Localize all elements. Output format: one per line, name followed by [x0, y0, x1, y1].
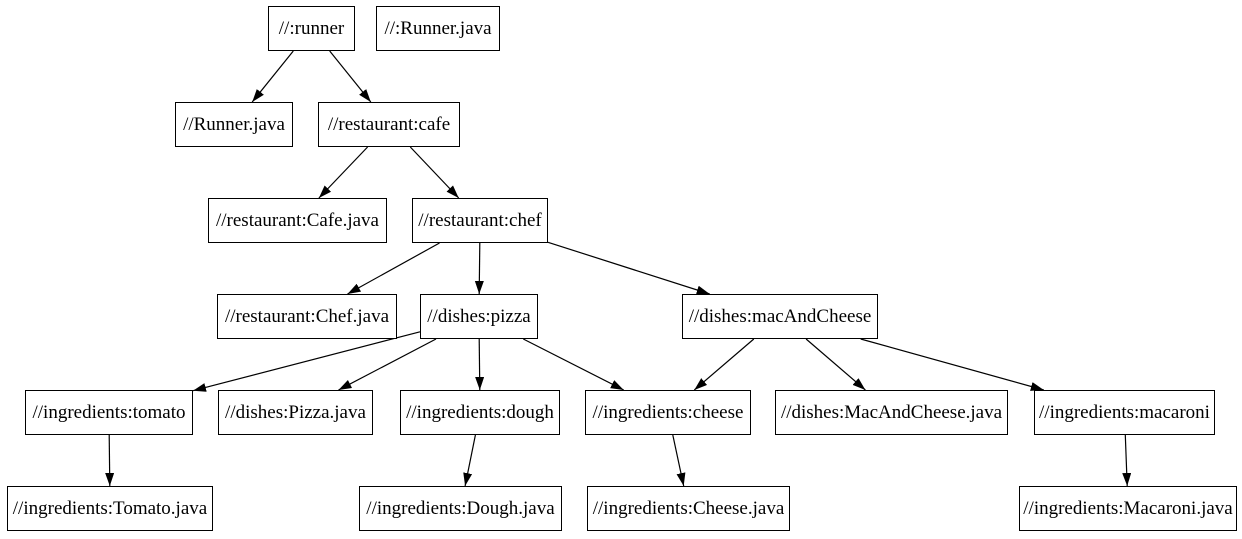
- edge-runner-to-cafe: [329, 50, 372, 103]
- graph-node-dough: //ingredients:dough: [400, 390, 560, 435]
- edge-mac-and-cheese-to-mac-cheese-java: [805, 338, 866, 391]
- edge-macaroni-to-macaroni-java: [1122, 434, 1132, 487]
- edge-chef-to-mac-and-cheese: [547, 241, 710, 295]
- edge-mac-and-cheese-to-cheese: [693, 338, 755, 391]
- edge-tomato-to-tomato-java: [105, 434, 115, 487]
- edge-pizza-to-dough: [475, 338, 485, 391]
- edge-pizza-to-pizza-java: [338, 338, 437, 391]
- edge-dough-to-dough-java: [463, 434, 476, 487]
- edge-mac-and-cheese-to-macaroni: [860, 338, 1044, 391]
- graph-node-macaroni-java: //ingredients:Macaroni.java: [1019, 486, 1237, 531]
- edge-chef-to-pizza: [474, 242, 484, 295]
- graph-node-pizza-java: //dishes:Pizza.java: [218, 390, 373, 435]
- graph-node-runner-java-top: //:Runner.java: [376, 6, 500, 51]
- edge-pizza-to-tomato: [192, 331, 421, 392]
- graph-node-macaroni: //ingredients:macaroni: [1034, 390, 1215, 435]
- graph-node-cafe-java: //restaurant:Cafe.java: [208, 198, 387, 243]
- edge-cafe-to-chef: [409, 146, 460, 199]
- graph-node-tomato-java: //ingredients:Tomato.java: [7, 486, 213, 531]
- graph-node-cheese: //ingredients:cheese: [585, 390, 751, 435]
- graph-node-tomato: //ingredients:tomato: [25, 390, 193, 435]
- graph-node-cheese-java: //ingredients:Cheese.java: [587, 486, 790, 531]
- graph-node-pizza: //dishes:pizza: [420, 294, 538, 339]
- graph-node-runner: //:runner: [268, 6, 355, 51]
- edge-cafe-to-cafe-java: [318, 146, 369, 199]
- graph-node-mac-cheese-java: //dishes:MacAndCheese.java: [775, 390, 1008, 435]
- graph-node-runner-java: //Runner.java: [175, 102, 293, 147]
- graph-node-cafe: //restaurant:cafe: [318, 102, 460, 147]
- edge-pizza-to-cheese: [523, 338, 624, 391]
- graph-node-mac-and-cheese: //dishes:macAndCheese: [682, 294, 878, 339]
- graph-node-chef: //restaurant:chef: [412, 198, 548, 243]
- edge-runner-to-runner-java: [251, 50, 294, 103]
- edge-cheese-to-cheese-java: [672, 434, 686, 487]
- graph-node-chef-java: //restaurant:Chef.java: [217, 294, 397, 339]
- edge-chef-to-chef-java: [347, 242, 440, 295]
- graph-node-dough-java: //ingredients:Dough.java: [359, 486, 562, 531]
